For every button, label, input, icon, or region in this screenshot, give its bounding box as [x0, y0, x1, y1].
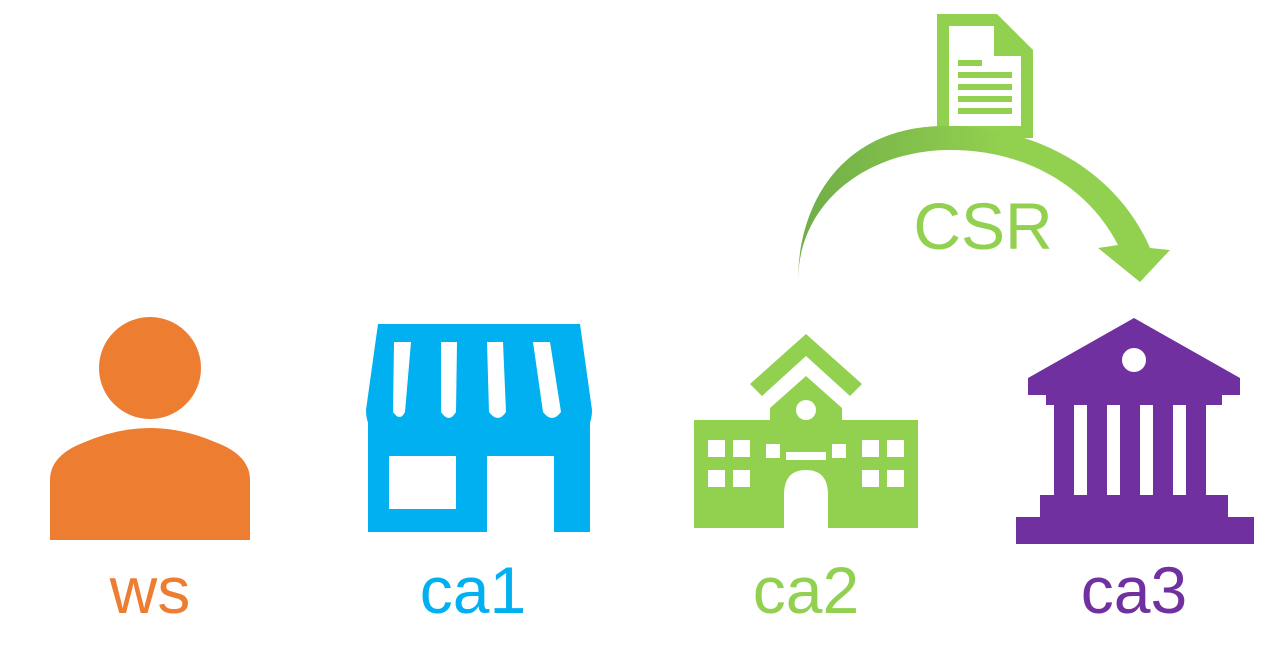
- document-icon: [937, 14, 1033, 138]
- csr-flow-arrow: [798, 126, 1170, 282]
- node-label-ws: ws: [109, 553, 191, 627]
- node-label-ca1: ca1: [419, 553, 527, 627]
- node-label-ca3: ca3: [1080, 553, 1188, 627]
- person-icon: [50, 317, 250, 540]
- node-label-ca2: ca2: [752, 553, 860, 627]
- bank-building-icon: [1016, 318, 1254, 544]
- school-building-icon: [694, 334, 918, 528]
- storefront-icon: [366, 324, 592, 532]
- csr-label: CSR: [913, 189, 1053, 263]
